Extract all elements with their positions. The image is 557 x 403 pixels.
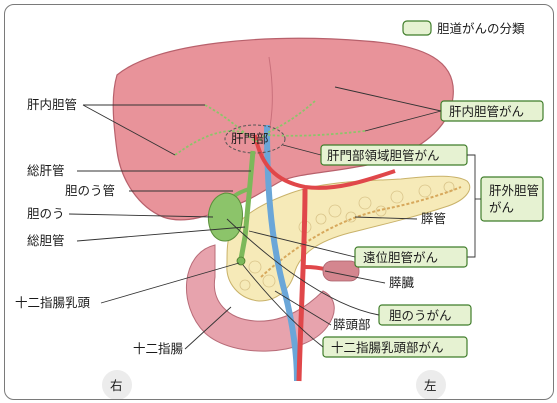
mesenteric-vessel-stub bbox=[323, 261, 359, 281]
svg-text:右: 右 bbox=[110, 378, 123, 393]
extrahepatic-line1: 肝外胆管 bbox=[489, 183, 539, 198]
extrahepatic-line2: がん bbox=[489, 200, 514, 215]
label-gallbladder: 胆のう bbox=[27, 206, 65, 221]
box-hilar-cancer: 肝門部領域胆管がん bbox=[321, 145, 467, 165]
orientation-left: 左 bbox=[416, 370, 446, 399]
box-distal-cancer: 遠位胆管がん bbox=[355, 247, 467, 267]
label-pancreatic-duct: 膵管 bbox=[421, 211, 446, 226]
label-papilla: 十二指腸乳頭 bbox=[15, 295, 91, 310]
gallbladder-shape bbox=[208, 193, 242, 241]
svg-text:遠位胆管がん: 遠位胆管がん bbox=[363, 250, 438, 265]
box-papilla-cancer: 十二指腸乳頭部がん bbox=[323, 337, 467, 357]
diagram-frame: 胆道がんの分類 肝内胆管 総肝管 胆のう管 胆のう 総胆管 十二指腸乳頭 bbox=[4, 4, 554, 400]
svg-text:肝内胆管がん: 肝内胆管がん bbox=[449, 104, 524, 119]
label-common-bile-duct: 総胆管 bbox=[27, 233, 65, 248]
biliary-anatomy-diagram: 胆道がんの分類 肝内胆管 総肝管 胆のう管 胆のう 総胆管 十二指腸乳頭 bbox=[5, 5, 553, 399]
orientation-right: 右 bbox=[102, 370, 132, 399]
leader-papilla bbox=[101, 263, 239, 303]
box-extrahepatic-cancer: 肝外胆管 がん bbox=[481, 177, 543, 221]
legend-label: 胆道がんの分類 bbox=[437, 21, 525, 36]
papilla-dot bbox=[237, 257, 245, 265]
box-gallbladder-cancer: 胆のうがん bbox=[379, 305, 471, 325]
legend: 胆道がんの分類 bbox=[403, 21, 525, 36]
label-common-hepatic-duct: 総肝管 bbox=[27, 163, 65, 178]
svg-text:十二指腸乳頭部がん: 十二指腸乳頭部がん bbox=[331, 340, 444, 355]
box-intrahepatic-cancer: 肝内胆管がん bbox=[441, 101, 543, 121]
label-pancreatic-head: 膵頭部 bbox=[333, 317, 371, 332]
svg-text:左: 左 bbox=[424, 378, 437, 393]
label-intrahepatic-duct: 肝内胆管 bbox=[27, 97, 77, 112]
legend-swatch bbox=[403, 21, 431, 35]
svg-text:肝門部領域胆管がん: 肝門部領域胆管がん bbox=[327, 148, 440, 163]
label-duodenum: 十二指腸 bbox=[133, 341, 184, 356]
label-pancreas: 膵臓 bbox=[389, 275, 415, 290]
label-cystic-duct: 胆のう管 bbox=[65, 183, 115, 198]
bracket-extrahepatic bbox=[467, 155, 475, 257]
svg-text:胆のうがん: 胆のうがん bbox=[389, 308, 452, 323]
label-hilum: 肝門部 bbox=[231, 131, 269, 146]
